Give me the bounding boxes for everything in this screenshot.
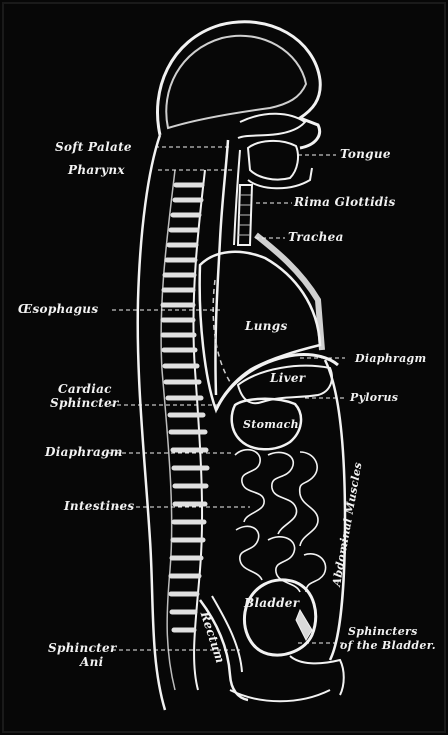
label-trachea: Trachea xyxy=(288,231,344,244)
label-lungs: Lungs xyxy=(245,320,288,333)
label-pylorus: Pylorus xyxy=(350,391,398,404)
label-diaphragm-right: Diaphragm xyxy=(355,352,427,365)
label-soft-palate: Soft Palate xyxy=(55,141,132,154)
label-intestines: Intestines xyxy=(64,500,135,513)
label-tongue: Tongue xyxy=(340,148,391,161)
label-sphincter-ani-line1: Sphincter xyxy=(48,642,117,655)
jaw-lower xyxy=(248,168,312,188)
label-sphincter-ani-line2: Ani xyxy=(80,656,104,669)
label-rima-glottidis: Rima Glottidis xyxy=(294,196,396,209)
urethra xyxy=(290,656,344,695)
label-pharynx: Pharynx xyxy=(68,164,125,177)
nasal-cavity xyxy=(238,114,305,138)
label-stomach: Stomach xyxy=(243,418,299,431)
label-sphincters-bladder-line1: Sphincters xyxy=(348,625,418,638)
plate-border xyxy=(3,3,445,732)
tongue-shape xyxy=(248,141,298,180)
label-bladder: Bladder xyxy=(244,597,299,610)
bladder-sphincter-muscle xyxy=(296,610,312,640)
label-cardiac-sphincter-line1: Cardiac xyxy=(58,383,112,396)
label-cardiac-sphincter-line2: Sphincter xyxy=(50,397,119,410)
abdominal-wall xyxy=(325,360,345,660)
label-oesophagus: Œsophagus xyxy=(18,303,98,316)
label-diaphragm-left: Diaphragm xyxy=(45,446,123,459)
intestine-coils xyxy=(235,450,326,592)
label-sphincters-bladder-line2: of the Bladder. xyxy=(340,639,436,652)
oesophagus-wall-back xyxy=(215,140,228,395)
label-liver: Liver xyxy=(270,372,305,385)
back-outline xyxy=(138,135,165,710)
